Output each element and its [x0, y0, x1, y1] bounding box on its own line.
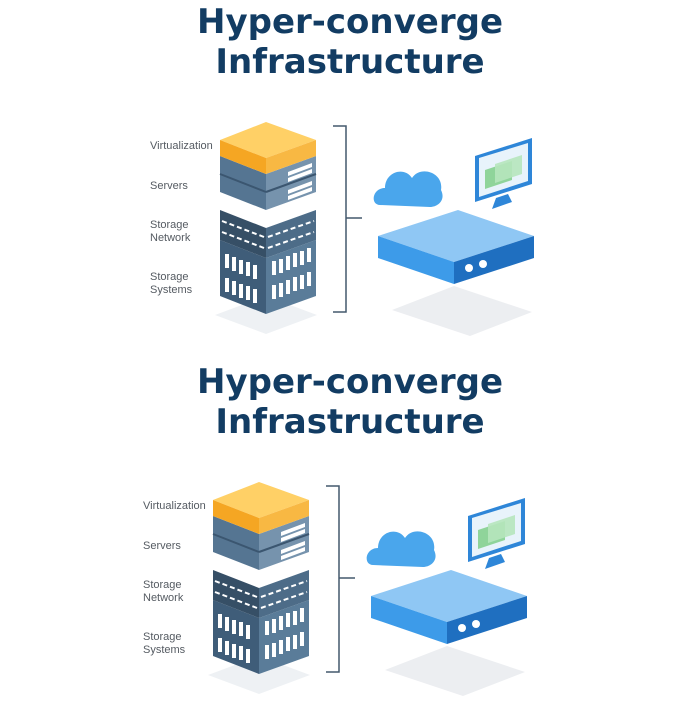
- hyperconverged-appliance-icon: [378, 210, 534, 336]
- title-line-2: Infrastructure: [215, 42, 485, 82]
- label-storage-network: Storage Network: [143, 579, 184, 604]
- title-line-1: Hyper-converge: [197, 2, 503, 42]
- monitor-icon: [475, 138, 532, 209]
- diagram-art: [215, 122, 534, 336]
- title-line-1: Hyper-converge: [197, 362, 503, 402]
- label-storage-network: Storage Network: [150, 219, 191, 244]
- bracket-icon: [333, 125, 362, 313]
- server-stack-icon: [215, 122, 317, 334]
- server-stack-icon: [208, 482, 310, 694]
- diagram-panel-2: Hyper-converge Infrastructure Virtualiza…: [0, 360, 700, 710]
- diagram-panel-1: Hyper-converge Infrastructure Virtualiza…: [0, 0, 700, 350]
- diagram-art: [208, 482, 527, 696]
- diagram-title: Hyper-converge Infrastructure: [0, 362, 700, 442]
- label-virtualization: Virtualization: [143, 500, 206, 512]
- label-storage-systems: Storage Systems: [150, 271, 193, 296]
- title-line-2: Infrastructure: [215, 402, 485, 442]
- cloud-icon: [373, 171, 443, 207]
- label-servers: Servers: [143, 540, 181, 552]
- label-storage-systems: Storage Systems: [143, 631, 186, 656]
- hyperconverged-appliance-icon: [371, 570, 527, 696]
- label-virtualization: Virtualization: [150, 140, 213, 152]
- bracket-icon: [326, 485, 355, 673]
- cloud-icon: [366, 531, 436, 567]
- label-servers: Servers: [150, 180, 188, 192]
- diagram-title: Hyper-converge Infrastructure: [0, 2, 700, 82]
- monitor-icon: [468, 498, 525, 569]
